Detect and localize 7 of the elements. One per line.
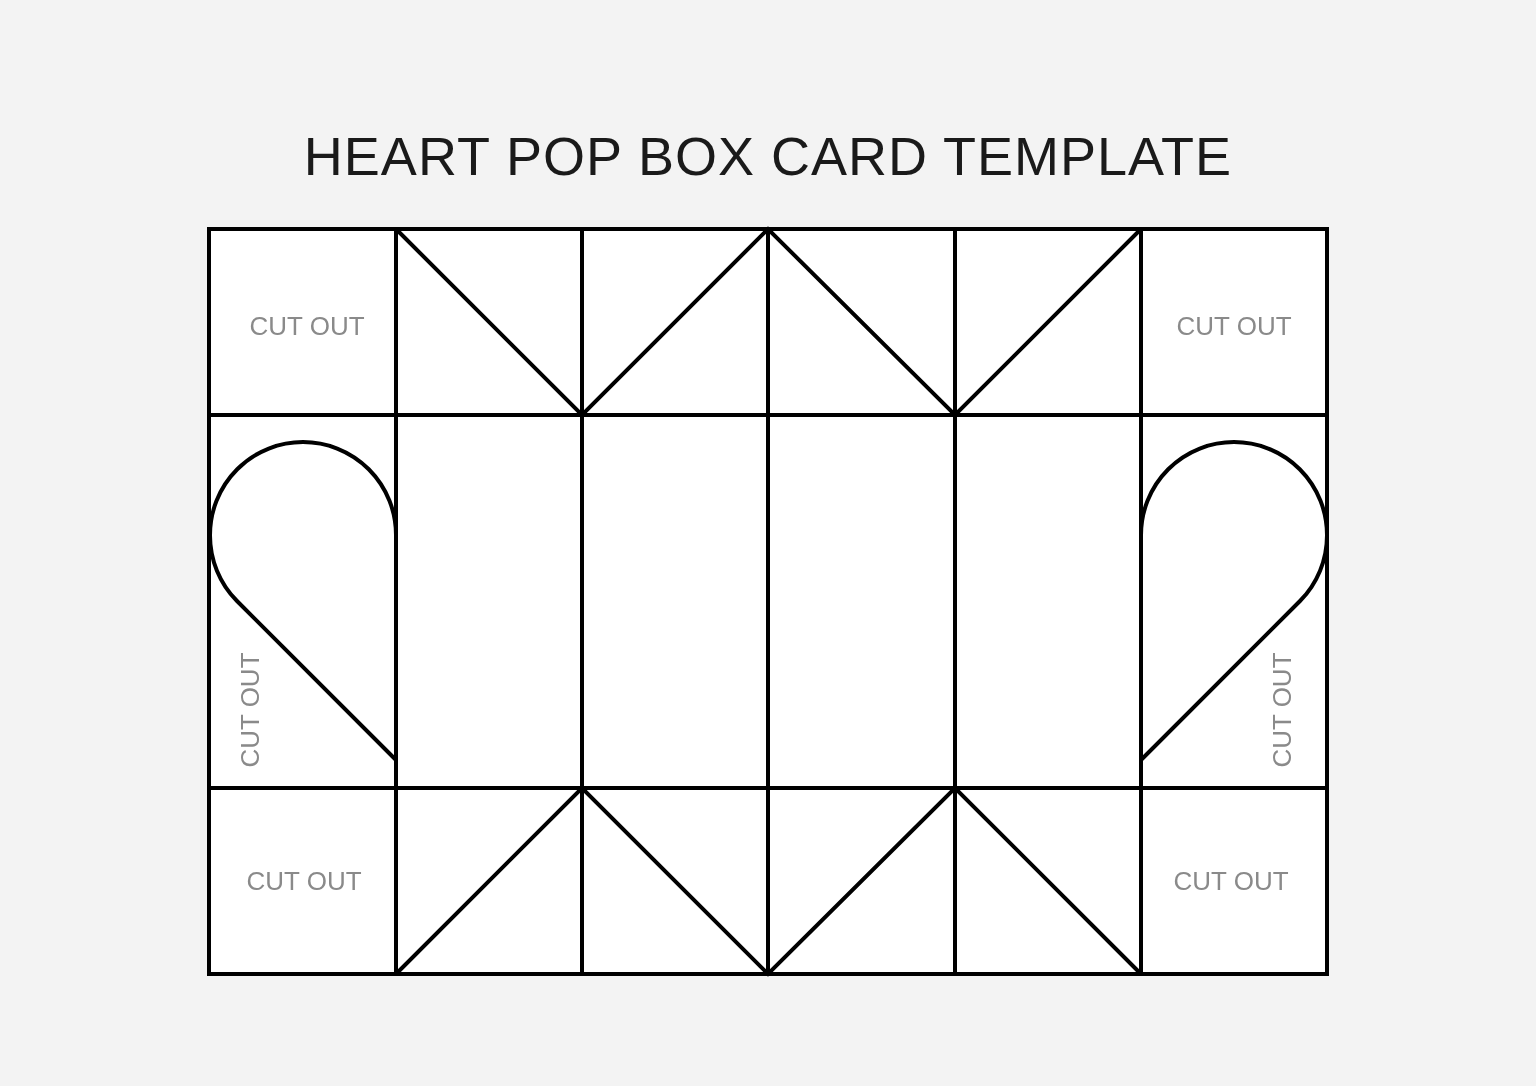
cut-out-note: CUT OUT <box>246 866 362 896</box>
cut-out-note: CUT OUT <box>234 652 265 768</box>
cut-out-note: CUT OUT <box>1173 866 1289 896</box>
cut-out-note: CUT OUT <box>1266 652 1297 768</box>
cut-out-note: CUT OUT <box>249 311 365 341</box>
template-title: HEART POP BOX CARD TEMPLATE <box>303 125 1233 188</box>
cut-out-note: CUT OUT <box>1176 311 1292 341</box>
